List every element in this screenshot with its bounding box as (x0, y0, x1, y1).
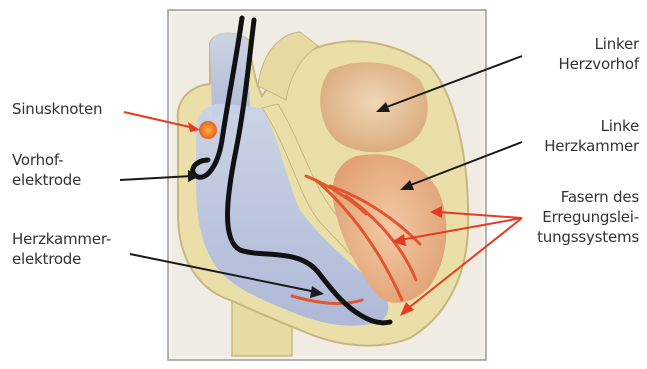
label-fasern: Fasern des Erregungslei- tungssystems (537, 187, 639, 247)
label-vorhof-elektrode-line2: elektrode (12, 170, 81, 190)
label-sinusknoten: Sinusknoten (12, 99, 102, 119)
label-linker-herzvorhof-line2: Herzvorhof (559, 54, 639, 74)
label-linke-herzkammer-line2: Herzkammer (544, 136, 639, 156)
label-linker-herzvorhof: Linker Herzvorhof (559, 34, 639, 74)
label-linker-herzvorhof-line1: Linker (559, 34, 639, 54)
left-atrium (320, 62, 428, 152)
label-herzkammer-elektrode-line2: elektrode (12, 249, 111, 269)
label-herzkammer-elektrode: Herzkammer- elektrode (12, 229, 111, 269)
sinus-node (199, 121, 217, 139)
label-linke-herzkammer: Linke Herzkammer (544, 116, 639, 156)
label-sinusknoten-text: Sinusknoten (12, 99, 102, 119)
label-fasern-line2: Erregungslei- (537, 207, 639, 227)
label-linke-herzkammer-line1: Linke (544, 116, 639, 136)
label-fasern-line1: Fasern des (537, 187, 639, 207)
label-vorhof-elektrode: Vorhof- elektrode (12, 150, 81, 190)
label-vorhof-elektrode-line1: Vorhof- (12, 150, 81, 170)
label-herzkammer-elektrode-line1: Herzkammer- (12, 229, 111, 249)
label-fasern-line3: tungssystems (537, 227, 639, 247)
